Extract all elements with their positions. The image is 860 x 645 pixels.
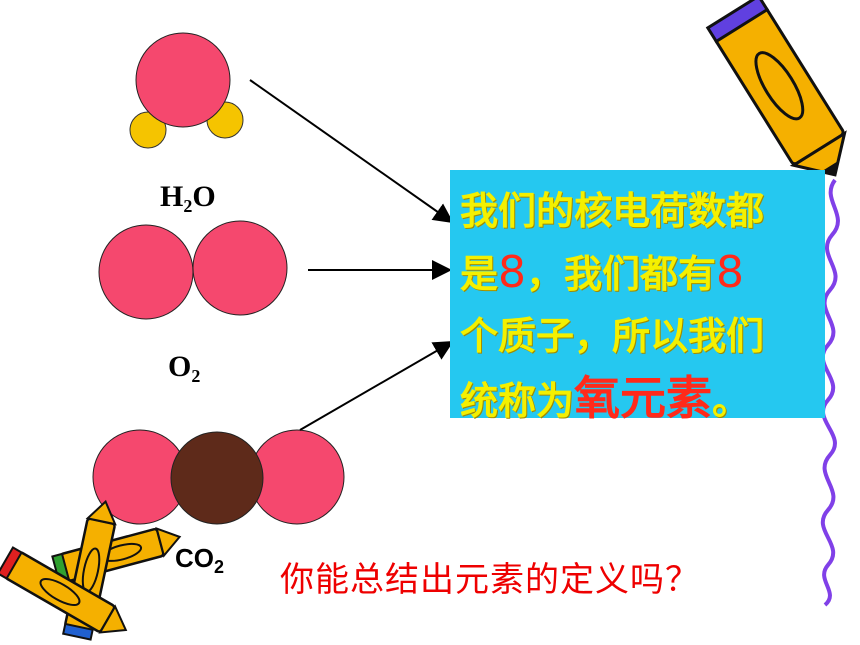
info-box: 我们的核电荷数都 是8，我们都有8 个质子，所以我们 统称为氧元素。 — [450, 170, 825, 425]
water-formula-label: H2O — [160, 180, 216, 216]
info-text: 我们的核电荷数都 是8，我们都有8 个质子，所以我们 统称为氧元素。 — [460, 180, 815, 432]
info-line-4: 统称为氧元素。 — [460, 371, 751, 425]
arrow-co2 — [299, 340, 454, 431]
co2-molecule — [92, 429, 345, 525]
info-line-3: 个质子，所以我们 — [460, 314, 765, 358]
oxygen-atom — [249, 429, 345, 525]
co2-formula-label: CO2 — [175, 543, 225, 577]
wavy-border-line — [820, 178, 840, 607]
question-text: 你能总结出元素的定义吗？ — [280, 560, 700, 600]
water-molecule — [129, 32, 244, 149]
oxygen-atom — [98, 224, 194, 320]
info-line-1: 我们的核电荷数都 — [460, 189, 765, 233]
crayon-icon — [705, 0, 847, 177]
carbon-atom — [170, 431, 264, 525]
crayon-icon — [51, 526, 182, 585]
oxygen-formula-label: O2 — [168, 350, 201, 386]
info-line-2: 是8，我们都有8 — [460, 247, 745, 298]
crayon-icon — [0, 546, 128, 634]
arrow-water — [249, 79, 454, 224]
oxygen-atom — [135, 32, 231, 128]
oxygen-molecule — [98, 220, 288, 320]
oxygen-atom — [192, 220, 288, 316]
